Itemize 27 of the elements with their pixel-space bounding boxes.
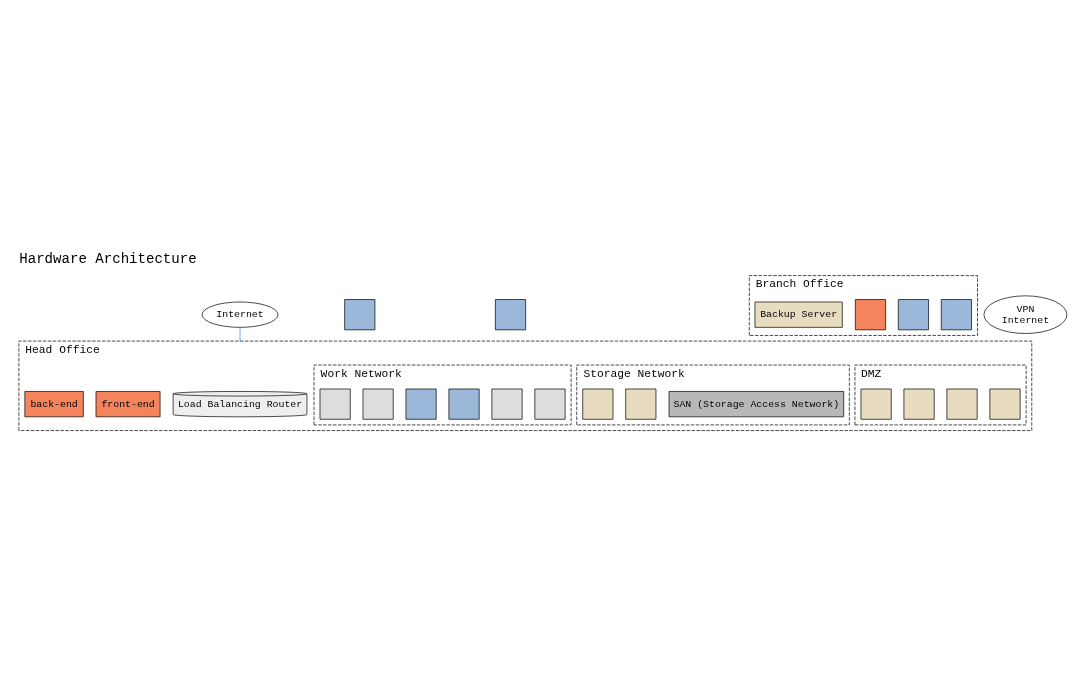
node-box xyxy=(989,388,1021,420)
diagram-title: Hardware Architecture xyxy=(19,250,197,267)
node-ellipse: Internet xyxy=(201,301,279,328)
node-box xyxy=(582,388,614,420)
node-box xyxy=(860,388,892,420)
node-box xyxy=(903,388,935,420)
node-box xyxy=(854,299,886,331)
node-box xyxy=(625,388,657,420)
cluster: DMZ xyxy=(854,364,1027,426)
node-box xyxy=(940,299,972,331)
node-box xyxy=(897,299,929,331)
node-box xyxy=(405,388,437,420)
cluster: Work Network xyxy=(313,364,572,426)
node-box xyxy=(495,299,526,331)
node-box xyxy=(448,388,480,420)
node-box xyxy=(362,388,394,420)
node-box: Backup Server xyxy=(754,301,843,328)
node-box xyxy=(491,388,523,420)
node-ellipse: VPN Internet xyxy=(983,295,1068,334)
node-box: front-end xyxy=(95,391,161,418)
node-box xyxy=(534,388,566,420)
node-box xyxy=(319,388,351,420)
node-box xyxy=(946,388,978,420)
node-box: back-end xyxy=(24,391,84,418)
node-box: SAN (Storage Access Network) xyxy=(668,391,845,418)
node-box xyxy=(344,299,376,331)
connector xyxy=(239,327,241,342)
